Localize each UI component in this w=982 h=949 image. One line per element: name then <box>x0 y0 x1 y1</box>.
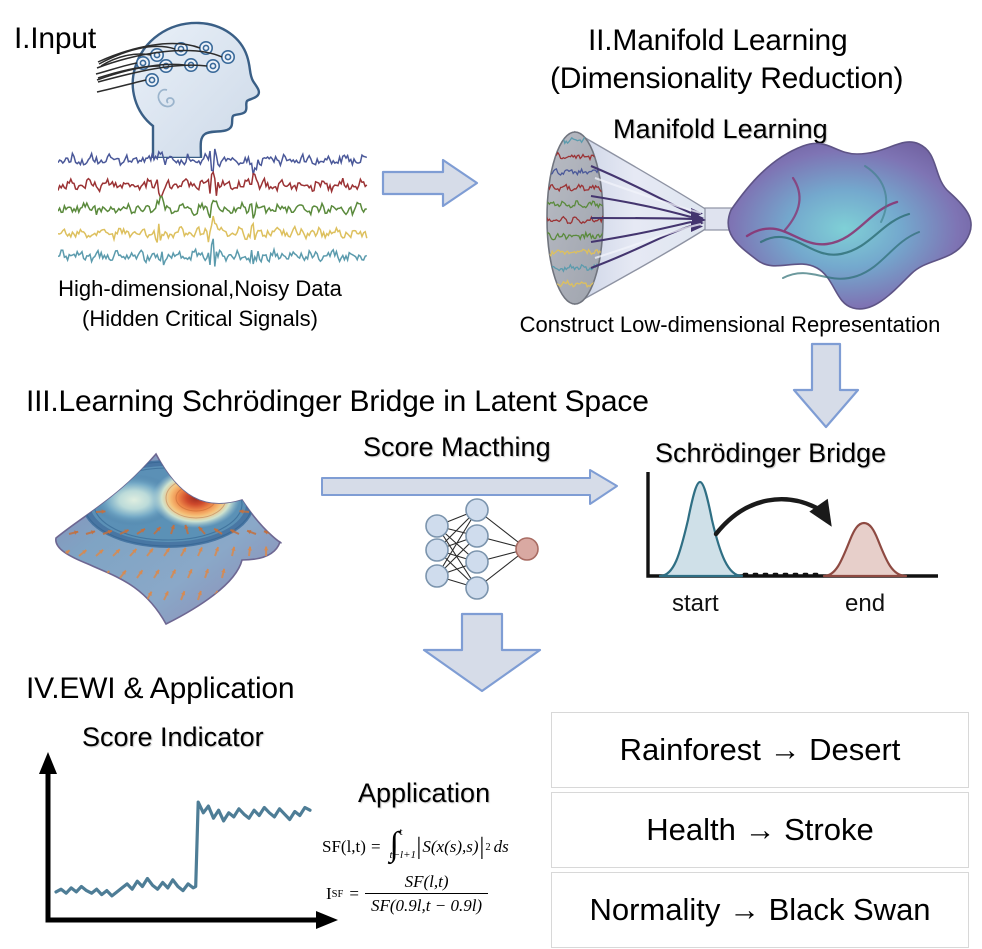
application-title: Application <box>358 778 491 808</box>
energy-landscape-illustration <box>28 438 318 638</box>
formula-sf-power: 2 <box>485 841 491 853</box>
application-box-normality[interactable]: Normality → Black Swan <box>551 872 969 948</box>
section-four-heading: IV.EWI & Application <box>26 672 295 705</box>
formula-sf-args: (l,t) <box>340 837 366 856</box>
section-one-heading: I.Input <box>14 22 96 55</box>
neural-network-illustration <box>415 492 595 608</box>
application-box-health[interactable]: Health → Stroke <box>551 792 969 868</box>
formula-sf-eq: = <box>370 837 381 856</box>
schrodinger-bridge-title: Schrödinger Bridge <box>655 438 887 468</box>
section-three-heading: III.Learning Schrödinger Bridge in Laten… <box>26 385 649 418</box>
eeg-head-illustration <box>95 8 295 158</box>
input-caption-line1: High-dimensional,Noisy Data <box>58 276 342 301</box>
section-two-heading-line2: (Dimensionality Reduction) <box>550 62 904 95</box>
score-matching-label: Score Macthing <box>363 432 551 462</box>
score-indicator-chart <box>22 748 342 940</box>
schrodinger-bridge-plot <box>638 468 948 590</box>
section-two-heading-line1: II.Manifold Learning <box>588 24 848 57</box>
score-indicator-title: Score Indicator <box>82 722 264 752</box>
formula-isf-denominator: SF(0.9l,t − 0.9l) <box>364 893 489 916</box>
integral-upper-limit: t <box>399 826 403 838</box>
application-box-rainforest[interactable]: Rainforest → Desert <box>551 712 969 788</box>
formula-sf-ds: ds <box>493 837 509 856</box>
abs-bar-right: | <box>479 834 485 860</box>
formula-isf-subscript: SF <box>331 888 344 900</box>
integral-lower-limit: t−l+1 <box>389 849 417 861</box>
formula-isf-lhs: I <box>326 884 332 903</box>
eeg-signal-traces <box>58 140 368 275</box>
formula-sf-body: S(x(s),s) <box>422 837 479 856</box>
arrow-manifold-to-bridge <box>790 342 862 430</box>
bridge-end-label: end <box>845 590 886 617</box>
formula-sf-lhs: SF <box>322 837 341 856</box>
manifold-caption: Construct Low-dimensional Representation <box>519 312 941 337</box>
formula-block: SF(l,t) = ∫ t t−l+1 | S(x(s),s) | 2 ds I… <box>322 826 552 916</box>
arrow-score-matching <box>320 468 620 510</box>
input-caption-line2: (Hidden Critical Signals) <box>82 306 318 331</box>
formula-isf-numerator: SF(l,t) <box>404 872 449 891</box>
integral-sign: ∫ <box>389 826 399 863</box>
arrow-input-to-manifold <box>381 155 481 211</box>
bridge-start-label: start <box>672 590 719 617</box>
arrow-bridge-to-ewi <box>420 612 544 694</box>
formula-isf-eq: = <box>349 884 359 903</box>
funnel-manifold-illustration <box>535 118 980 318</box>
manifold-learning-label: Manifold Learning <box>613 114 828 144</box>
formula-sf: SF(l,t) = ∫ t t−l+1 | S(x(s),s) | 2 ds <box>322 826 552 863</box>
abs-bar-left: | <box>416 834 422 860</box>
